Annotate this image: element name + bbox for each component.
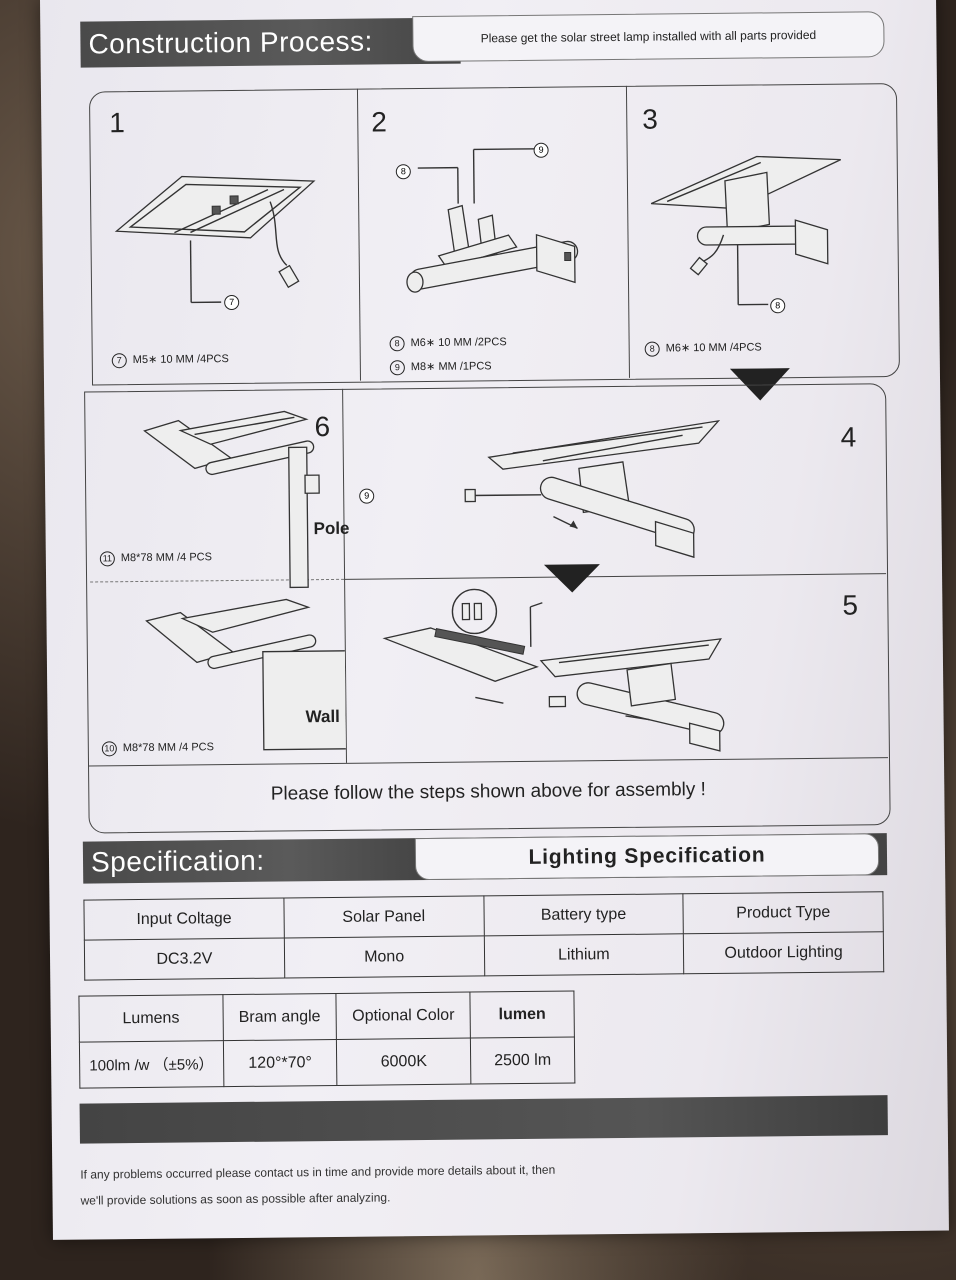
panel-mount-illustration [464, 419, 721, 559]
specification-subtitle-pill: Lighting Specification [414, 833, 880, 881]
specification-subtitle: Lighting Specification [528, 843, 766, 869]
footer-line-1: If any problems occurred please contact … [80, 1162, 556, 1182]
table-cell: 120°*70° [222, 1039, 338, 1087]
part-circle: 8 [644, 341, 660, 357]
step-2-part-note-1: 8 M6∗ 10 MM /2PCS [389, 335, 507, 352]
footer-band [79, 1095, 888, 1144]
specification-title: Specification: [90, 844, 265, 878]
part-spec: M6∗ 10 MM /2PCS [410, 336, 507, 350]
wall-part-note: 10 M8*78 MM /4 PCS [101, 740, 214, 757]
part-circle: 8 [389, 336, 405, 352]
pole-part-note: 11 M8*78 MM /4 PCS [99, 550, 213, 567]
step-3-part-note: 8 M6∗ 10 MM /4PCS [644, 340, 762, 357]
table-cell: Battery type [483, 893, 684, 936]
part-spec: M5∗ 10 MM /4PCS [132, 353, 229, 367]
part-circle: 7 [224, 294, 240, 311]
pole-mount-illustration [143, 410, 347, 751]
table-cell: 2500 lm [470, 1036, 575, 1085]
part-circle: 9 [389, 360, 405, 376]
spec-table-2: Lumens Bram angle Optional Color lumen 1… [78, 990, 575, 1089]
table-cell: 100lm /w （±5%） [79, 1040, 224, 1089]
wall-label: Wall [305, 706, 340, 727]
step-2-part-note-2: 9 M8∗ MM /1PCS [389, 359, 492, 376]
table-cell: Bram angle [222, 993, 337, 1041]
down-arrow-icon [543, 564, 600, 593]
step-1-part-note: 7 M5∗ 10 MM /4PCS [111, 352, 229, 369]
table-cell: Mono [284, 935, 485, 978]
spec-table-1: Input Coltage Solar Panel Battery type P… [83, 891, 884, 981]
part-circle: 9 [533, 142, 549, 158]
bracket-illustration [406, 148, 579, 293]
table-cell: Outdoor Lighting [683, 931, 884, 974]
lamp-assembly-illustration [382, 588, 725, 752]
specification-header-bar: Specification: [82, 837, 430, 884]
instruction-sheet: Construction Process: Please get the sol… [40, 0, 949, 1240]
panel-on-bracket-illustration [625, 155, 841, 306]
footer-line-2: we'll provide solutions as soon as possi… [80, 1190, 391, 1208]
construction-header-bar: Construction Process: [80, 17, 461, 68]
table-cell: Input Coltage [83, 897, 285, 941]
down-arrow-icon [729, 368, 790, 401]
table-cell: 6000K [336, 1038, 471, 1086]
step-4: 4 [342, 383, 886, 579]
part-circle: 8 [395, 164, 411, 180]
part-spec: M8*78 MM /4 PCS [120, 551, 213, 565]
table-cell: Solar Panel [283, 895, 484, 938]
part-circle: 10 [101, 741, 117, 757]
table-cell: Optional Color [336, 992, 471, 1040]
table-cell: Lumens [78, 994, 223, 1043]
step-5: 5 [344, 573, 888, 763]
solar-panel-illustration [114, 175, 316, 304]
construction-subtitle-pill: Please get the solar street lamp install… [412, 11, 885, 63]
part-spec: M8*78 MM /4 PCS [122, 741, 214, 755]
table-cell: DC3.2V [84, 937, 285, 981]
construction-subtitle: Please get the solar street lamp install… [480, 27, 817, 46]
part-circle: 7 [111, 353, 127, 369]
part-spec: M6∗ 10 MM /4PCS [665, 341, 762, 355]
table-cell: lumen [469, 990, 575, 1039]
part-spec: M8∗ MM /1PCS [410, 360, 492, 374]
construction-title: Construction Process: [88, 25, 374, 60]
table-cell: Product Type [683, 891, 884, 934]
part-circle: 11 [99, 551, 115, 567]
table-cell: Lithium [483, 933, 684, 976]
part-circle: 8 [770, 298, 786, 314]
